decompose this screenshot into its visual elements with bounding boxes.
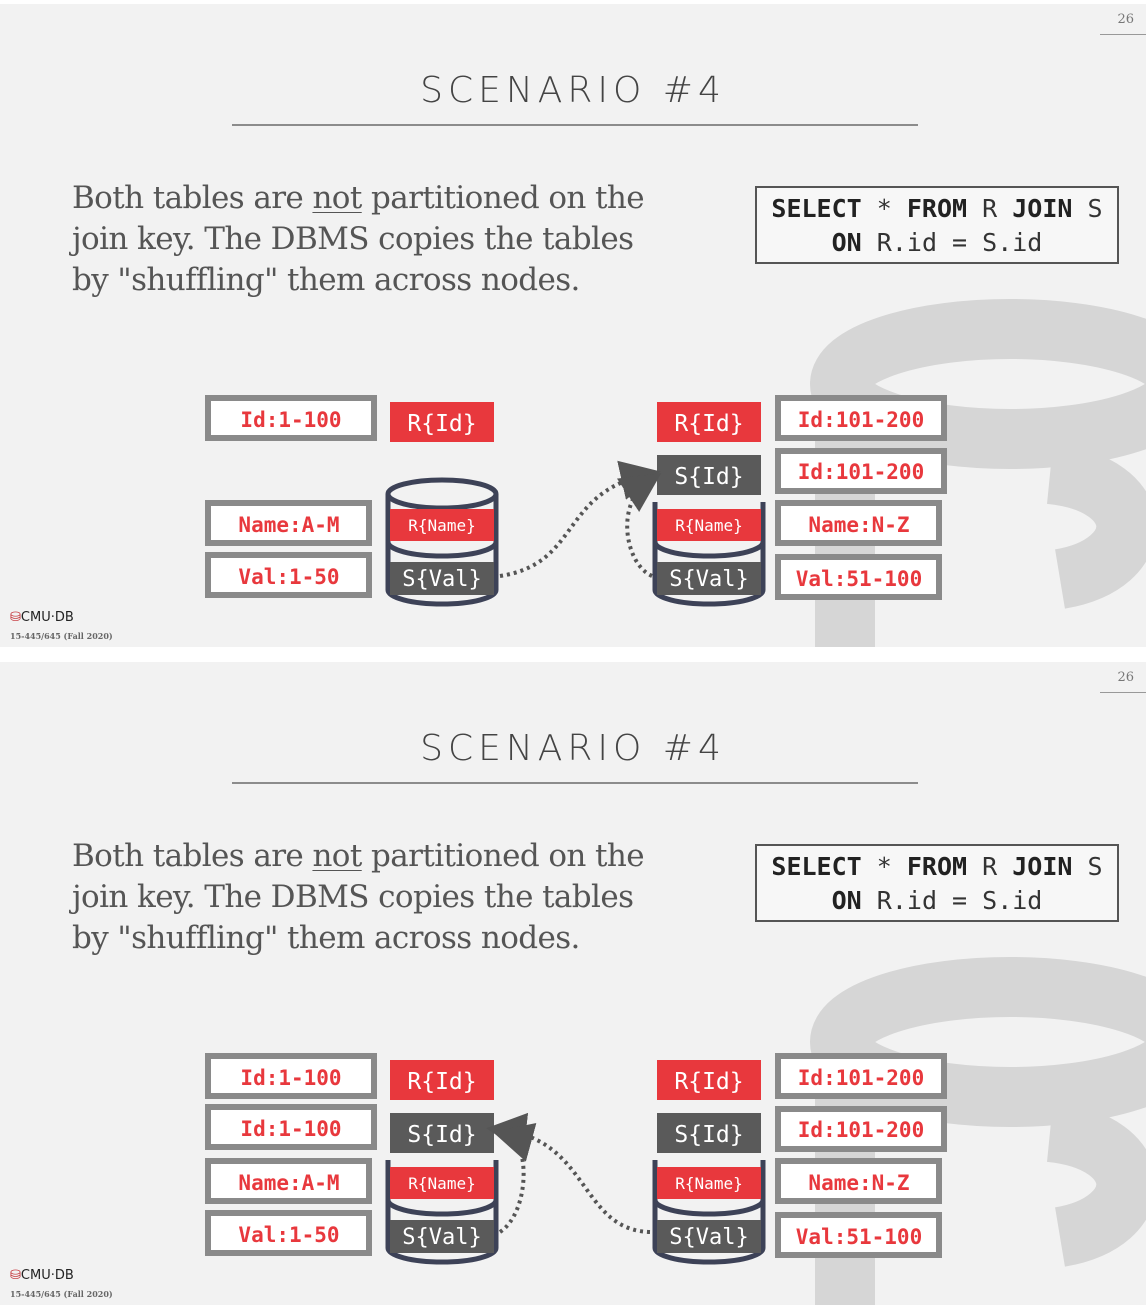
left-partition-1: Id:1-100 [205, 1104, 377, 1150]
left-tag-s-id: S{Id} [407, 1122, 476, 1148]
shuffle-arrow-right-to-left [486, 1112, 651, 1234]
title-rule [232, 124, 918, 126]
right-partition-0: Id:101-200 [775, 395, 947, 441]
sql-query-box: SELECT * FROM R JOIN S ON R.id = S.id [755, 844, 1119, 922]
sql-kw-from: FROM [906, 852, 968, 881]
body-text: Both tables are not partitioned on the j… [72, 836, 672, 959]
sql-query-box: SELECT * FROM R JOIN S ON R.id = S.id [755, 186, 1119, 264]
logo-text: CMU·DB [20, 610, 74, 625]
right-partition-label: Id:101-200 [798, 460, 924, 484]
right-tag-r-name: R{Name} [675, 516, 742, 535]
left-partition-label: Id:1-100 [240, 408, 341, 432]
sql-r: R [967, 852, 1013, 881]
right-partition-2: Name:N-Z [775, 500, 942, 546]
page-number: 26 [1117, 12, 1134, 27]
left-partition-3: Val:1-50 [205, 1210, 372, 1256]
title-rule [232, 782, 918, 784]
right-database-icon [652, 1160, 766, 1265]
left-partition-2: Name:A-M [205, 1158, 372, 1204]
slide-title: SCENARIO #4 [420, 728, 726, 769]
sql-kw-select: SELECT [771, 852, 862, 881]
left-partition-label: Name:A-M [238, 1171, 339, 1195]
right-tag-s-id: S{Id} [674, 1122, 743, 1148]
right-partition-0: Id:101-200 [775, 1053, 947, 1099]
sql-kw-on: ON [831, 228, 862, 257]
left-partition-label: Id:1-100 [240, 1066, 341, 1090]
shuffle-arrow-left-self [492, 1123, 537, 1234]
cmu-db-logo: ⛁CMU·DB [10, 610, 74, 625]
slide-1: 26 SCENARIO #4 Both tables are not parti… [0, 4, 1146, 647]
left-tag-r-id: R{Id} [407, 411, 476, 437]
right-partition-label: Id:101-200 [798, 1066, 924, 1090]
right-partition-label: Id:101-200 [798, 408, 924, 432]
shuffle-diagram: Id:1-100 Id:1-100 Name:A-M Val:1-50 R{Id… [205, 1053, 947, 1265]
shuffle-arrow-right-self [616, 473, 662, 578]
sql-kw-join: JOIN [1012, 852, 1073, 881]
body-text: Both tables are not partitioned on the j… [72, 178, 672, 301]
body-pre: Both tables are [72, 838, 313, 874]
right-partition-1: Id:101-200 [775, 448, 947, 494]
shuffle-diagram: Id:1-100 Name:A-M Val:1-50 R{Id} R{Name}… [205, 395, 947, 607]
course-label: 15-445/645 (Fall 2020) [10, 1289, 113, 1299]
sql-kw-on: ON [831, 886, 862, 915]
left-partition-label: Val:1-50 [238, 565, 339, 589]
right-tag-s-val: S{Val} [669, 567, 748, 592]
left-tag-r-name: R{Name} [408, 516, 475, 535]
course-label: 15-445/645 (Fall 2020) [10, 631, 113, 641]
right-tag-s-id: S{Id} [674, 464, 743, 490]
right-partition-label: Name:N-Z [808, 513, 909, 537]
left-tag-s-val: S{Val} [402, 1225, 481, 1250]
body-post: partitioned on the join key. The DBMS co… [72, 838, 645, 956]
right-partition-label: Id:101-200 [798, 1118, 924, 1142]
sql-s: S [1072, 852, 1103, 881]
page-number-rule [1100, 692, 1146, 693]
right-partition-label: Val:51-100 [796, 1225, 922, 1249]
body-pre: Both tables are [72, 180, 313, 216]
shuffle-arrow-left-to-right [499, 460, 661, 578]
db-logo-icon: ⛁ [10, 1268, 21, 1283]
right-partition-3: Val:51-100 [775, 1212, 942, 1258]
sql-cond: R.id = S.id [861, 228, 1043, 257]
slide-title: SCENARIO #4 [420, 70, 726, 111]
sql-star: * [861, 852, 907, 881]
right-tag-r-id: R{Id} [674, 411, 743, 437]
left-partition-label: Name:A-M [238, 513, 339, 537]
right-tag-r-name: R{Name} [675, 1174, 742, 1193]
sql-r: R [967, 194, 1013, 223]
body-post: partitioned on the join key. The DBMS co… [72, 180, 645, 298]
sql-kw-from: FROM [906, 194, 968, 223]
db-logo-icon: ⛁ [10, 610, 21, 625]
sql-s: S [1072, 194, 1103, 223]
right-tag-s-val: S{Val} [669, 1225, 748, 1250]
logo-text: CMU·DB [20, 1268, 74, 1283]
left-partition-2: Val:1-50 [205, 552, 372, 598]
left-partition-1: Name:A-M [205, 500, 372, 546]
left-database-icon [385, 1160, 499, 1265]
slide-2: 26 SCENARIO #4 Both tables are not parti… [0, 662, 1146, 1305]
left-tag-s-val: S{Val} [402, 567, 481, 592]
sql-cond: R.id = S.id [861, 886, 1043, 915]
left-partition-0: Id:1-100 [205, 1053, 377, 1099]
right-partition-1: Id:101-200 [775, 1106, 947, 1152]
sql-kw-join: JOIN [1012, 194, 1073, 223]
body-emph: not [312, 180, 362, 216]
page-number-rule [1100, 34, 1146, 35]
sql-star: * [861, 194, 907, 223]
right-partition-label: Name:N-Z [808, 1171, 909, 1195]
left-tag-r-name: R{Name} [408, 1174, 475, 1193]
left-database-icon [385, 477, 499, 607]
left-partition-0: Id:1-100 [205, 395, 377, 441]
right-database-icon [652, 502, 766, 607]
left-partition-label: Val:1-50 [238, 1223, 339, 1247]
page-number: 26 [1117, 670, 1134, 685]
right-partition-3: Val:51-100 [775, 554, 942, 600]
sql-kw-select: SELECT [771, 194, 862, 223]
right-tag-r-id: R{Id} [674, 1069, 743, 1095]
right-partition-label: Val:51-100 [796, 567, 922, 591]
body-emph: not [312, 838, 362, 874]
right-partition-2: Name:N-Z [775, 1158, 942, 1204]
cmu-db-logo: ⛁CMU·DB [10, 1268, 74, 1283]
left-partition-label: Id:1-100 [240, 1117, 341, 1141]
left-tag-r-id: R{Id} [407, 1069, 476, 1095]
